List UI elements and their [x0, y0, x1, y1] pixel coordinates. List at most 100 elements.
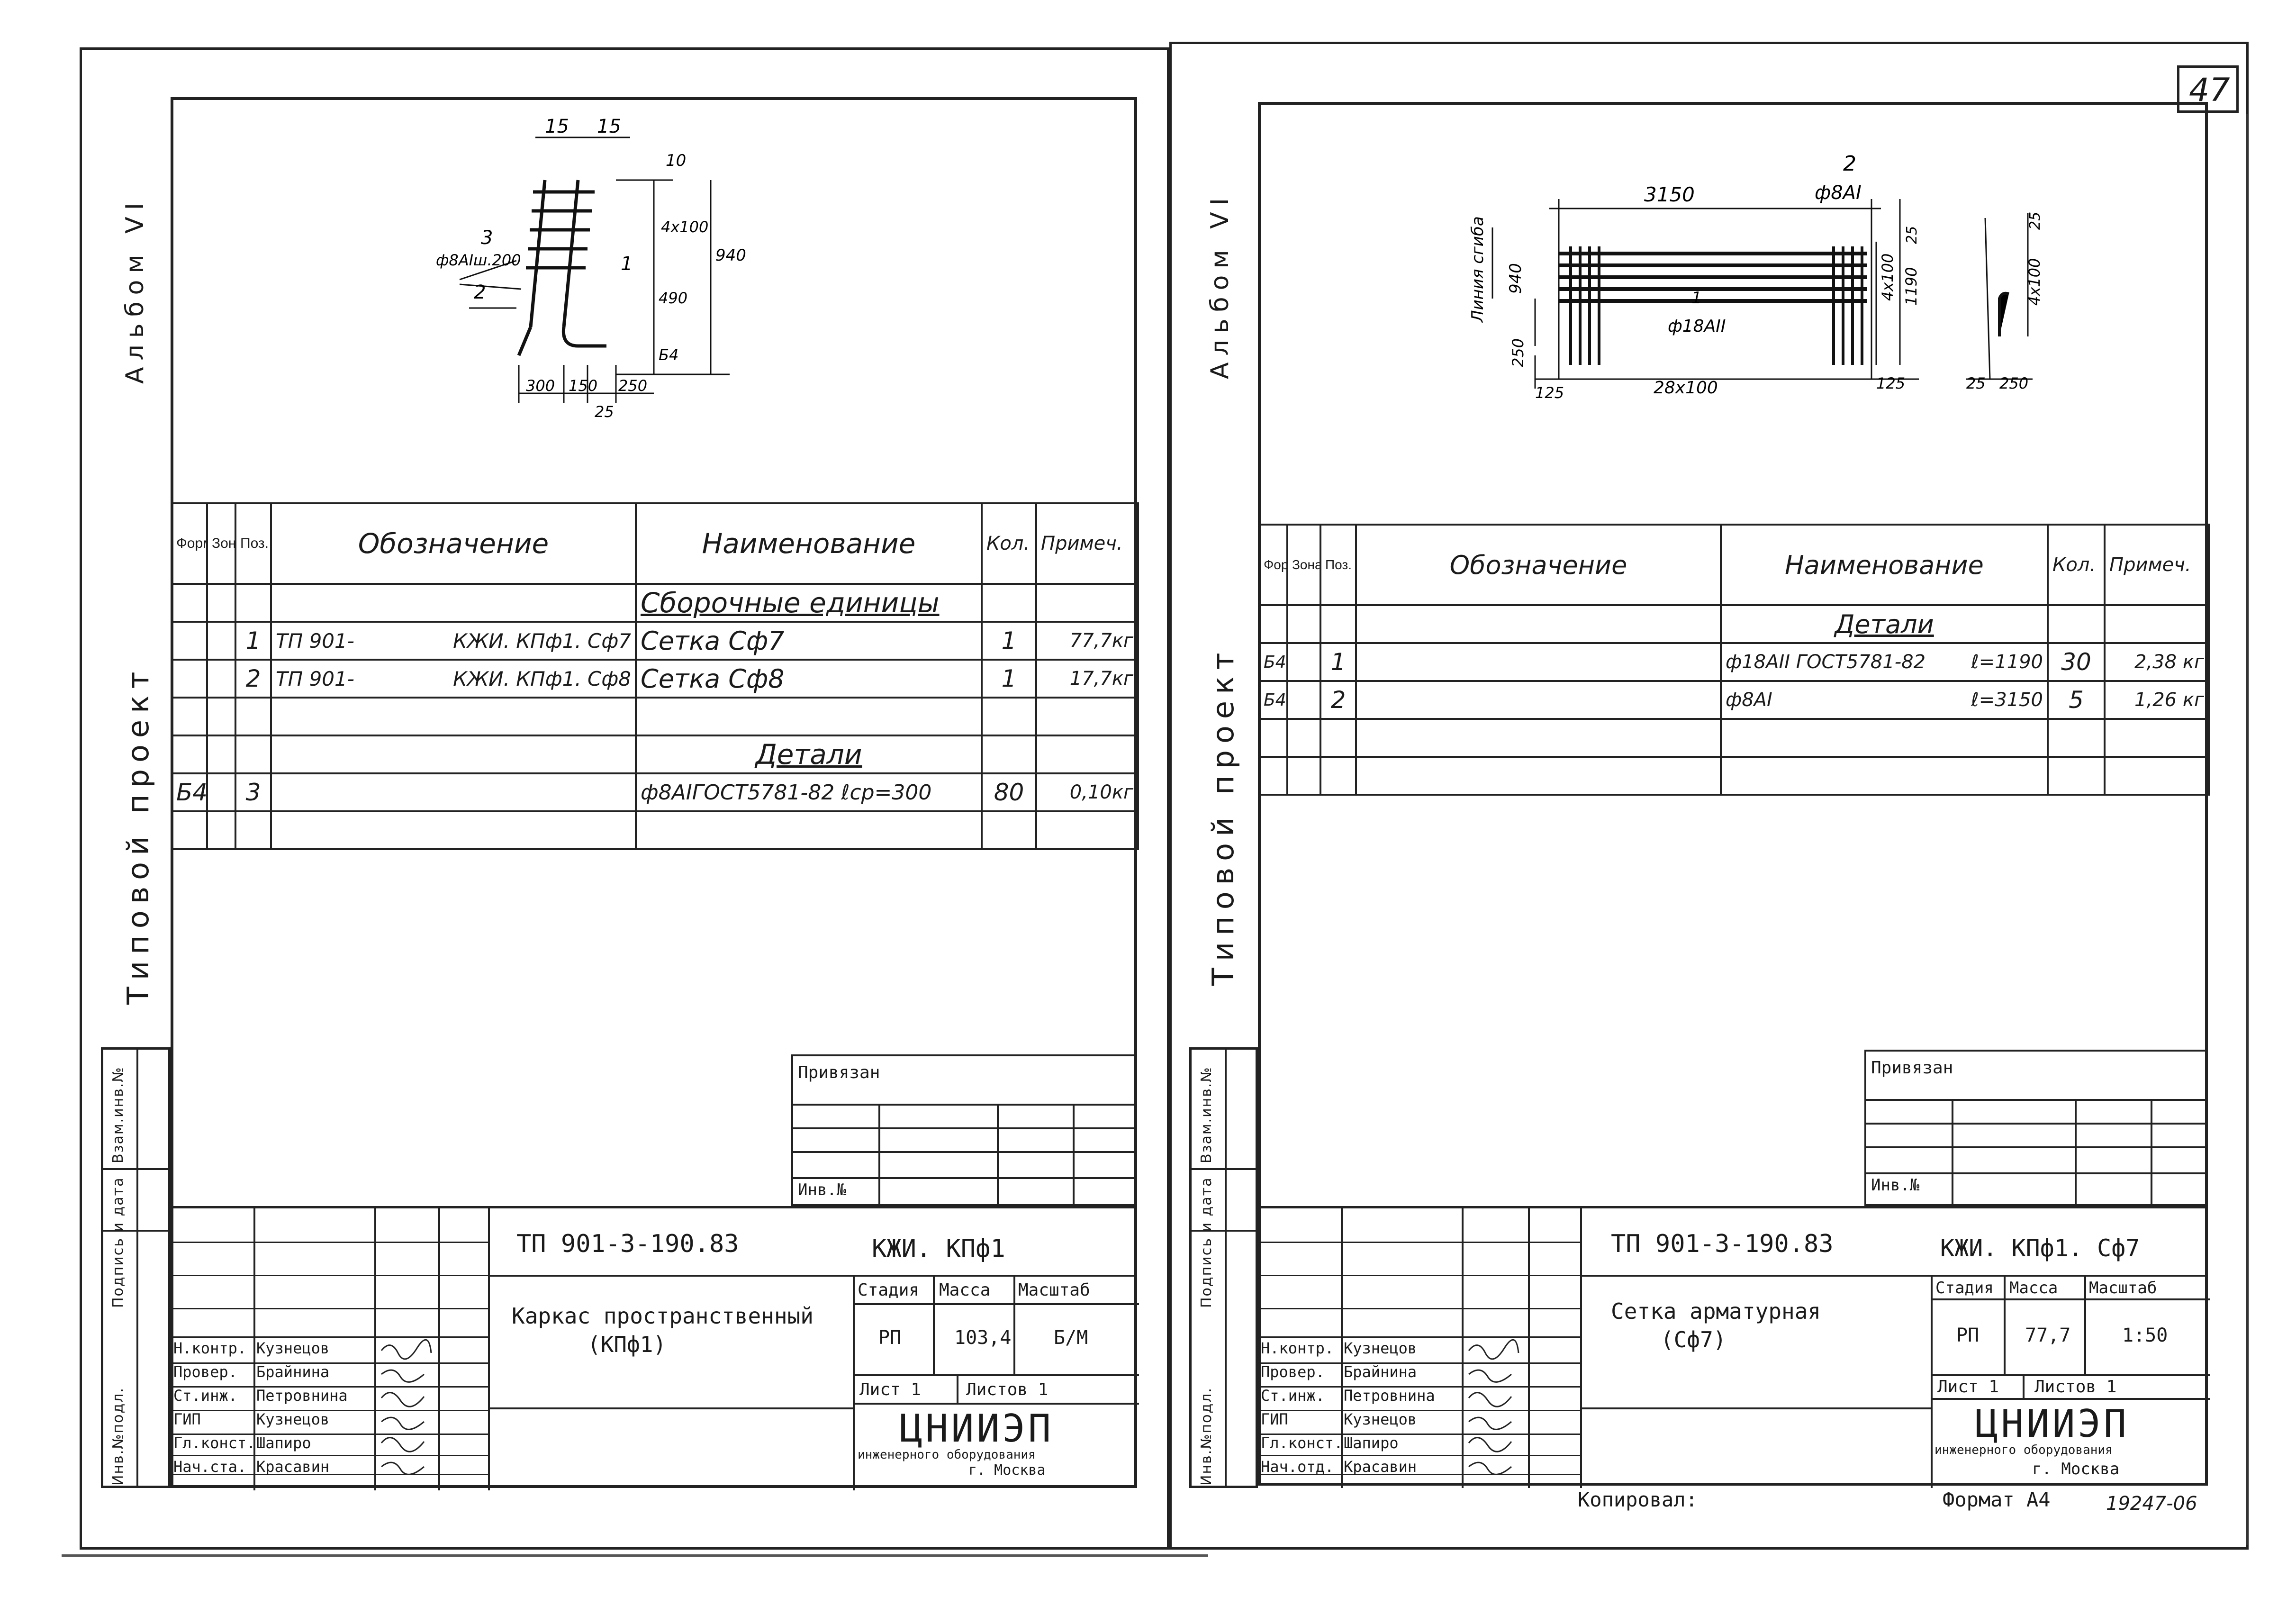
left-dim-15a: 15	[545, 116, 569, 137]
right-doc-code: ТП 901-3-190.83	[1611, 1230, 1834, 1258]
right-sheets: Листов 1	[2034, 1377, 2117, 1397]
page-number: 47	[2189, 72, 2230, 109]
right-hdr-format: Формат	[1258, 524, 1288, 606]
left-hdr-designation: Обозначение	[270, 502, 637, 585]
right-bar2: ф8АI	[1815, 182, 1862, 204]
left-pos2: 2	[474, 281, 486, 303]
right-dim-3150: 3150	[1644, 183, 1695, 206]
person-row: Ст.инж.Петровнина	[1261, 1387, 1435, 1405]
left-dim-15b: 15	[597, 116, 621, 137]
left-hdr-name: Наименование	[635, 502, 983, 585]
left-hdr-format: Формат	[171, 502, 208, 585]
left-stamp-inv: Инв.№подл.	[110, 1387, 127, 1486]
left-dim-490: 490	[659, 289, 687, 307]
left-city: г. Москва	[968, 1462, 1046, 1479]
left-stage: РП	[878, 1327, 902, 1349]
right-scale: 1:50	[2122, 1325, 2168, 1346]
left-pos3: 3	[481, 227, 493, 249]
left-stamp-sign: Подпись и дата	[110, 1177, 127, 1308]
left-side-project: Типовой проект	[121, 665, 155, 1005]
right-org-sub: инженерного оборудования	[1934, 1443, 2113, 1457]
right-mesh-drawing: 2 ф8АI 3150 Линия сгиба 940 250 1 ф18АII…	[1468, 152, 2043, 402]
person-row: Н.контр.Кузнецов	[1261, 1339, 1417, 1357]
left-org-sub: инженерного оборудования	[858, 1448, 1036, 1462]
left-dim-4x100: 4х100	[661, 218, 708, 236]
right-mass-h: Масса	[2009, 1279, 2058, 1298]
right-hdr-name: Наименование	[1720, 524, 2049, 606]
left-side-album: Альбом VI	[121, 196, 149, 384]
right-dim-940: 940	[1506, 263, 1525, 294]
left-doc-code: ТП 901-3-190.83	[516, 1230, 739, 1258]
left-hdr-qty: Кол.	[981, 502, 1037, 585]
right-dim-25c: 25	[2027, 212, 2043, 230]
right-stamp-column: Инв.№подл. Подпись и дата Взам.инв.№	[1189, 1047, 1258, 1488]
left-row-name: Сетка Сф7	[635, 621, 983, 661]
table-row: Сборочные единицы	[171, 583, 1139, 623]
right-hdr-designation: Обозначение	[1355, 524, 1722, 606]
right-dim-4x100b: 4х100	[2025, 258, 2043, 306]
table-row	[1258, 756, 2210, 796]
left-pos1: 1	[621, 253, 633, 275]
person-row: Гл.конст.Шапиро	[173, 1434, 311, 1452]
table-row: Детали	[1258, 604, 2210, 644]
left-hdr-note: Примеч.	[1035, 502, 1139, 585]
left-inv-no: Инв.№	[798, 1180, 847, 1199]
right-hdr-note: Примеч.	[2104, 524, 2210, 606]
left-mass: 103,4	[954, 1327, 1012, 1349]
right-stamp-sign: Подпись и дата	[1198, 1177, 1215, 1308]
format-label: Формат А4	[1943, 1488, 2051, 1511]
right-signatures	[1468, 1339, 1519, 1475]
right-mass: 77,7	[2025, 1325, 2071, 1346]
right-dim-125b: 125	[1876, 374, 1905, 392]
left-row-name: Сетка Сф8	[635, 659, 983, 699]
person-row: Провер.Брайнина	[173, 1363, 330, 1381]
page-number-box: 47	[2177, 65, 2239, 113]
left-stamp-column: Инв.№подл. Подпись и дата Взам.инв.№	[101, 1047, 171, 1488]
person-row: Гл.конст.Шапиро	[1261, 1434, 1399, 1452]
right-title-line2: (Сф7)	[1661, 1327, 1727, 1352]
right-hdr-zone: Зона	[1286, 524, 1321, 606]
right-side-project: Типовой проект	[1206, 646, 1240, 986]
kopiroval-label: Копировал:	[1578, 1488, 1698, 1511]
left-hdr-pos: Поз.	[235, 502, 272, 585]
right-dim-4x100: 4х100	[1879, 254, 1897, 301]
right-hdr-qty: Кол.	[2047, 524, 2106, 606]
left-hdr-zone: Зона	[206, 502, 236, 585]
people-list: Н.контр.Кузнецов Провер.Брайнина Ст.инж.…	[173, 1336, 377, 1479]
table-row	[171, 810, 1139, 850]
right-stage: РП	[1956, 1325, 1980, 1346]
left-privyazan-block: Привязан Инв.№	[791, 1054, 1137, 1208]
archive-number: 19247-06	[2106, 1493, 2197, 1515]
right-inv-no: Инв.№	[1871, 1176, 1920, 1195]
right-stamp-inv: Инв.№подл.	[1198, 1387, 1215, 1486]
person-row: Провер.Брайнина	[1261, 1363, 1417, 1381]
right-bar1: ф18АII	[1668, 317, 1726, 336]
scan-edge-right	[2246, 114, 2248, 1545]
left-sheet	[80, 47, 1169, 1550]
right-row-name: Детали	[1720, 604, 2049, 644]
left-mass-h: Масса	[939, 1280, 991, 1300]
right-privyazan: Привязан	[1871, 1058, 1953, 1078]
left-title-block: Н.контр.Кузнецов Провер.Брайнина Ст.инж.…	[171, 1206, 1139, 1490]
people-list: Н.контр.Кузнецов Провер.Брайнина Ст.инж.…	[1261, 1336, 1464, 1479]
right-dim-250b: 250	[1999, 374, 2028, 392]
left-signatures	[380, 1339, 432, 1475]
right-org: ЦНИИЭП	[1975, 1402, 2129, 1446]
left-row-name: Сборочные единицы	[635, 583, 983, 623]
right-dim-250: 250	[1509, 338, 1527, 367]
right-side-album: Альбом VI	[1206, 191, 1234, 379]
right-dim-25b: 25	[1966, 374, 1986, 392]
left-org: ЦНИИЭП	[900, 1406, 1054, 1451]
right-pos2: 2	[1843, 152, 1856, 176]
right-hdr-pos: Поз.	[1320, 524, 1357, 606]
right-city: г. Москва	[2032, 1460, 2120, 1479]
right-title-block: Н.контр.Кузнецов Провер.Брайнина Ст.инж.…	[1258, 1206, 2210, 1488]
right-stage-h: Стадия	[1935, 1279, 1994, 1298]
right-spec-table: Формат Зона Поз. Обозначение Наименовани…	[1258, 524, 2210, 796]
right-pos1: 1	[1691, 289, 1702, 308]
